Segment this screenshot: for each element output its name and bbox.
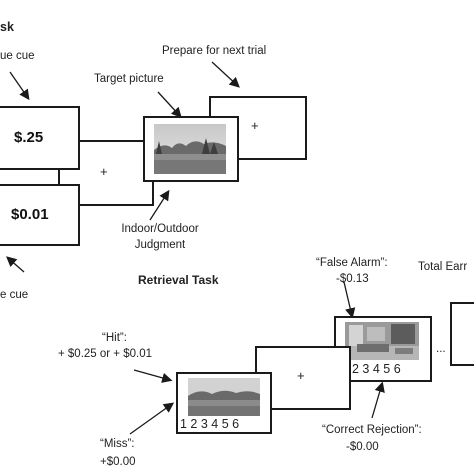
judgment-label-line2: Judgment bbox=[112, 238, 208, 252]
encoding-task-title: sk bbox=[0, 20, 14, 34]
arrow-prepare bbox=[212, 62, 238, 86]
arrow-value-cue-top bbox=[10, 72, 28, 98]
value-cue-top-label: ue cue bbox=[0, 49, 35, 63]
false-alarm-label: “False Alarm”: bbox=[316, 256, 388, 270]
target-landscape-photo bbox=[154, 124, 226, 174]
total-earnings-label: Total Earr bbox=[418, 260, 467, 274]
hit-label: “Hit”: bbox=[102, 331, 127, 345]
judgment-label-line1: Indoor/Outdoor bbox=[112, 222, 208, 236]
arrow-false-alarm bbox=[344, 282, 352, 316]
outdoor-field-photo bbox=[188, 378, 260, 416]
arrow-value-cue-bottom bbox=[8, 258, 24, 272]
target-picture-label: Target picture bbox=[94, 72, 164, 86]
retrieval-task-title: Retrieval Task bbox=[138, 273, 219, 287]
miss-label: “Miss”: bbox=[100, 437, 135, 451]
rating-scale-1: 1 2 3 4 5 6 bbox=[180, 417, 239, 431]
rating-scale-2: 2 3 4 5 6 bbox=[352, 362, 401, 376]
ellipsis: ... bbox=[436, 342, 446, 356]
arrow-target-picture bbox=[158, 92, 180, 116]
low-value-amount: $0.01 bbox=[11, 206, 49, 223]
arrow-miss bbox=[130, 404, 172, 434]
indoor-room-photo bbox=[345, 322, 419, 360]
value-cue-bottom-label: e cue bbox=[0, 288, 28, 302]
miss-value: +$0.00 bbox=[100, 455, 136, 469]
correct-rejection-value: -$0.00 bbox=[346, 440, 379, 454]
arrow-hit bbox=[134, 370, 170, 380]
total-earnings-box bbox=[450, 302, 474, 366]
arrow-correct-rejection bbox=[372, 384, 382, 418]
false-alarm-value: -$0.13 bbox=[336, 272, 369, 286]
high-value-amount: $.25 bbox=[14, 129, 43, 146]
hit-value: + $0.25 or + $0.01 bbox=[58, 347, 152, 361]
correct-rejection-label: “Correct Rejection”: bbox=[322, 423, 422, 437]
retrieval-fixation: + bbox=[297, 368, 305, 383]
prepare-next-trial-label: Prepare for next trial bbox=[162, 44, 266, 58]
isi-fixation: + bbox=[100, 164, 108, 179]
prepare-fixation: + bbox=[251, 118, 259, 133]
